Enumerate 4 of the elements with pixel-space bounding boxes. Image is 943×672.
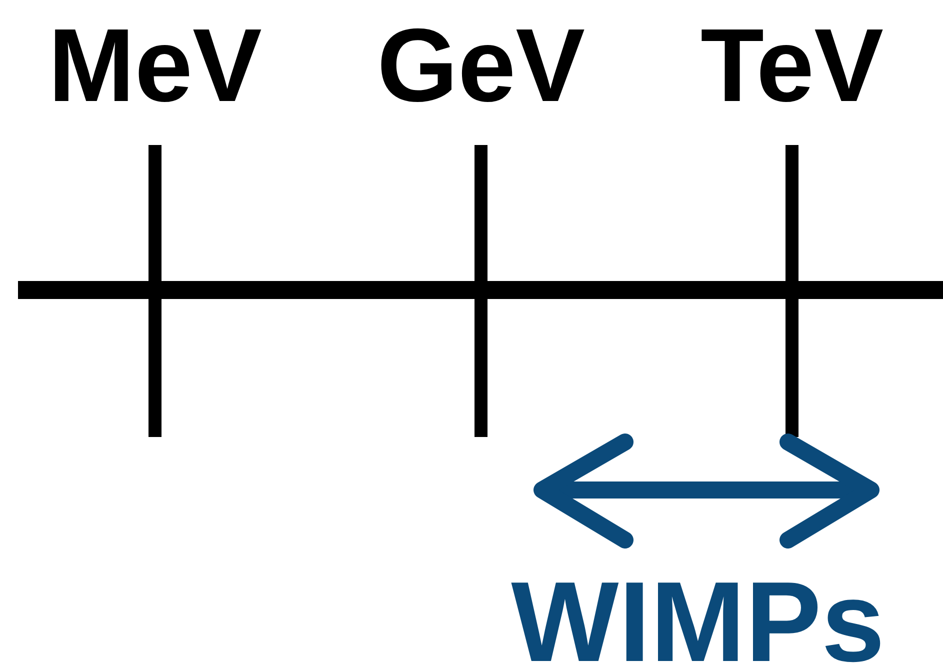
unit-label: TeV — [700, 14, 884, 118]
unit-label: MeV — [48, 14, 262, 118]
unit-label: GeV — [376, 14, 586, 118]
range-label: WIMPs — [511, 566, 885, 672]
